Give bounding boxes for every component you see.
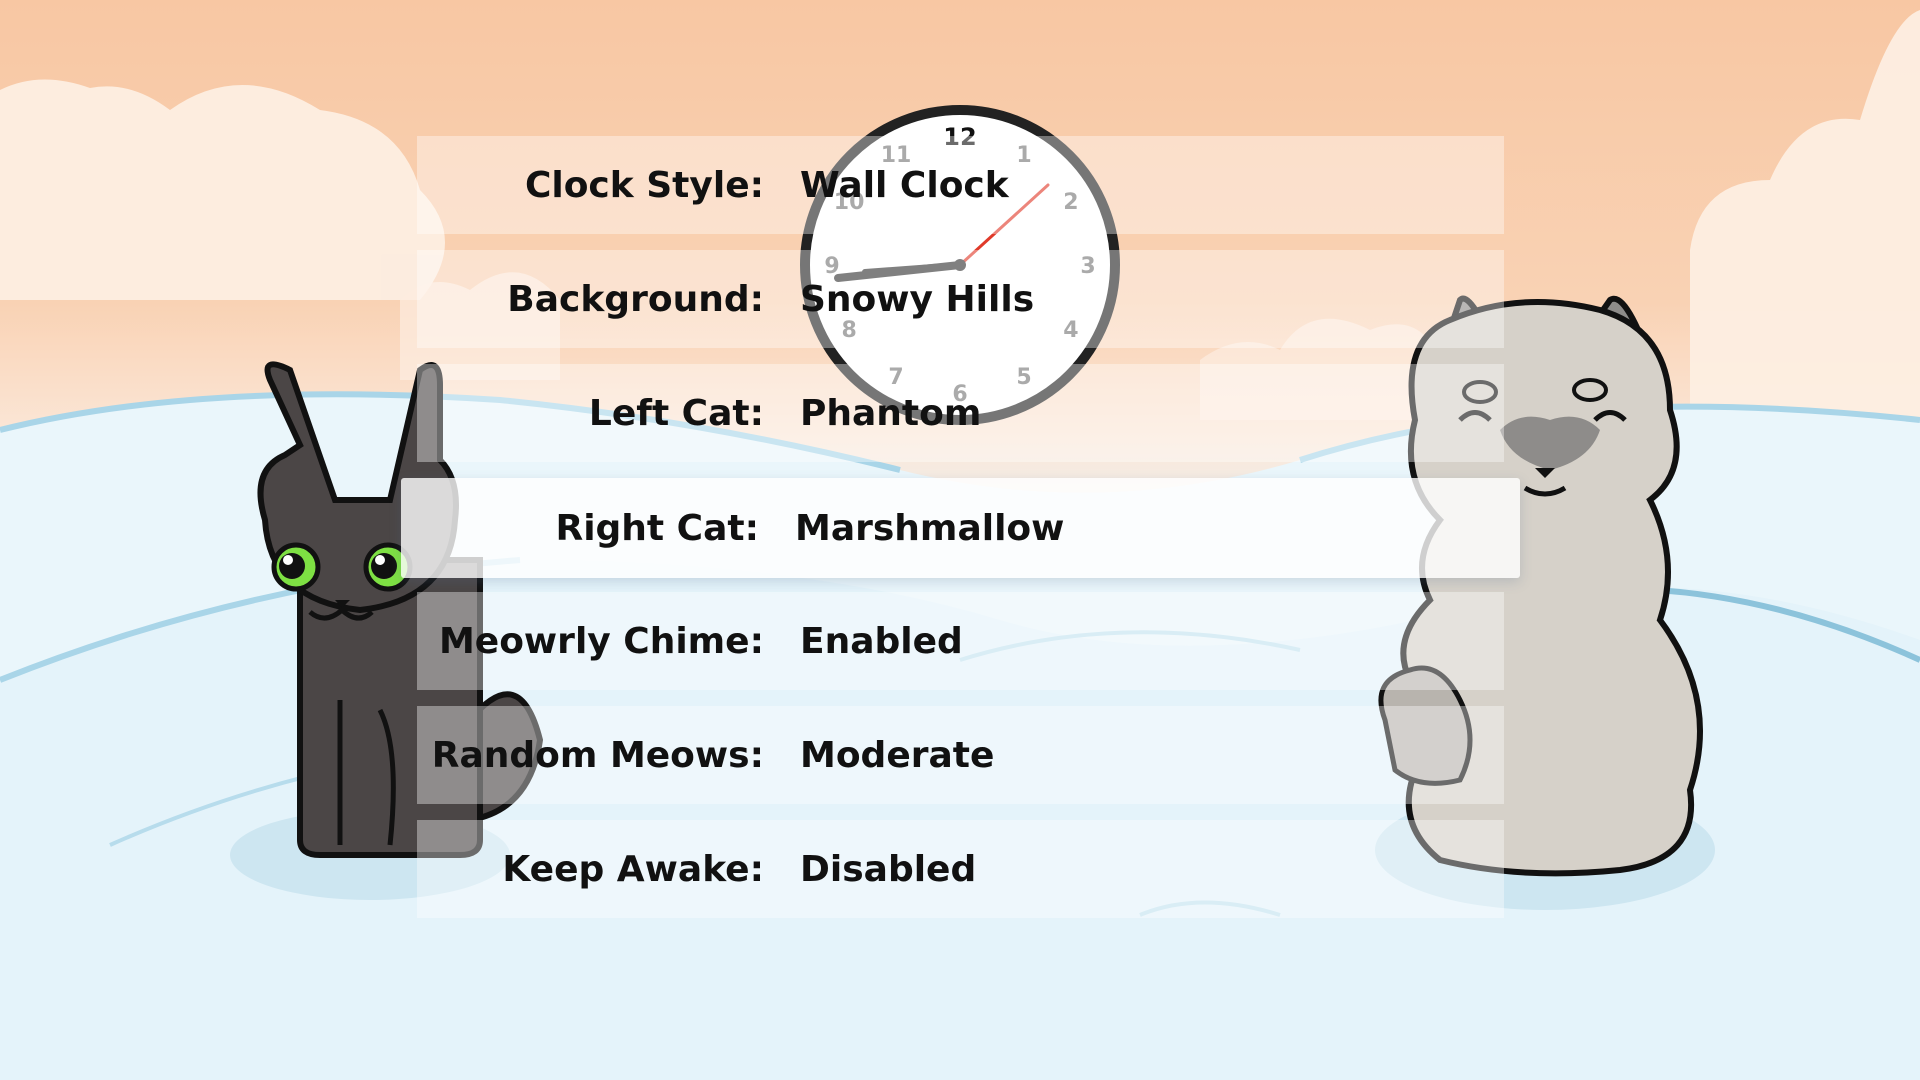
- clock-number: 10: [834, 190, 865, 215]
- setting-label: Background:: [507, 278, 764, 320]
- clock-number: 4: [1063, 318, 1078, 343]
- clock-number: 11: [881, 143, 912, 168]
- setting-label: Right Cat:: [555, 507, 759, 549]
- setting-value: Phantom: [800, 392, 982, 434]
- setting-row-meowrly-chime[interactable]: Meowrly Chime: Enabled: [417, 592, 1504, 690]
- clock-number: 3: [1080, 254, 1095, 279]
- clock-number: 8: [841, 318, 856, 343]
- setting-label: Left Cat:: [588, 392, 764, 434]
- clock-number: 2: [1063, 190, 1078, 215]
- setting-label: Random Meows:: [431, 734, 764, 776]
- setting-row-right-cat[interactable]: Right Cat: Marshmallow: [401, 478, 1520, 578]
- clock-number: 5: [1016, 365, 1031, 390]
- clock-number: 7: [888, 365, 903, 390]
- setting-label: Meowrly Chime:: [438, 620, 764, 662]
- setting-value: Moderate: [800, 734, 995, 776]
- setting-row-left-cat[interactable]: Left Cat: Phantom: [417, 364, 1504, 462]
- setting-label: Keep Awake:: [502, 848, 764, 890]
- clock-number: 6: [952, 382, 967, 407]
- setting-row-background[interactable]: Background: Snowy Hills: [417, 250, 1504, 348]
- clock-second-hand: [958, 183, 1050, 267]
- setting-row-random-meows[interactable]: Random Meows: Moderate: [417, 706, 1504, 804]
- right-cat-marshmallow-illustration: [1378, 295, 1703, 877]
- clock-minute-hand: [862, 262, 963, 275]
- setting-row-keep-awake[interactable]: Keep Awake: Disabled: [417, 820, 1504, 918]
- clock-number: 1: [1016, 143, 1031, 168]
- setting-label: Clock Style:: [524, 164, 764, 206]
- setting-row-clock-style[interactable]: Clock Style: Wall Clock: [417, 136, 1504, 234]
- setting-value: Snowy Hills: [800, 278, 1035, 320]
- setting-value: Enabled: [800, 620, 963, 662]
- setting-value: Wall Clock: [800, 164, 1009, 206]
- clouds: [0, 10, 1920, 420]
- setting-value: Disabled: [800, 848, 977, 890]
- clock-number: 12: [943, 123, 976, 151]
- setting-value: Marshmallow: [795, 507, 1065, 549]
- clock-number: 9: [824, 254, 839, 279]
